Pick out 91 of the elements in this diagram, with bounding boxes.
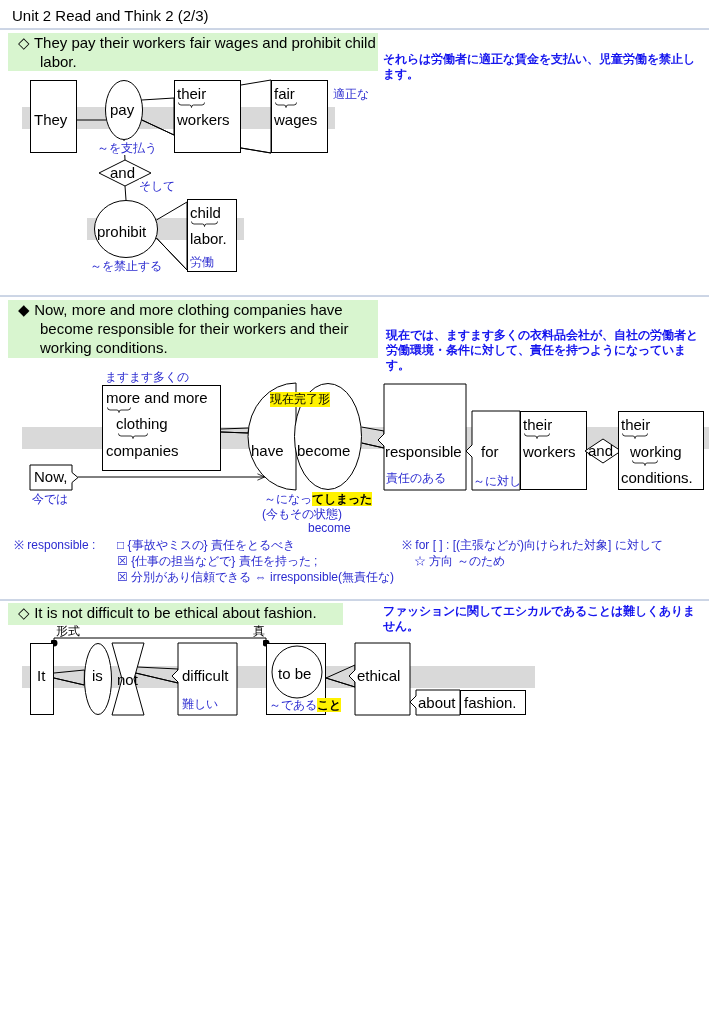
word-box <box>378 384 466 490</box>
word-text: conditions. <box>621 469 693 487</box>
word-box <box>271 80 328 153</box>
gloss-text: そして <box>139 179 175 193</box>
gloss-text: 今では <box>32 492 68 506</box>
gloss-text: 労働 <box>190 255 214 269</box>
word-box <box>410 690 460 715</box>
sentence-text: ◇ They pay their workers fair wages and prohibit child labor. <box>17 33 377 71</box>
subject-tag: 形式 <box>56 624 80 639</box>
word-text: for <box>481 443 499 461</box>
word-text: and <box>588 442 614 460</box>
gloss-text: 適正な <box>333 87 369 101</box>
gloss-text: ～に対し <box>473 474 521 488</box>
note-text: □ {事故やミスの} 責任をとるべき <box>117 538 295 553</box>
note-text: ※ for [ ] : [(主張などが)向けられた対象] に対して <box>402 538 663 553</box>
word-text: their <box>177 85 207 103</box>
connector-line <box>53 669 85 686</box>
word-box <box>460 690 526 715</box>
word-text: responsible <box>385 443 462 461</box>
word-box <box>174 80 241 153</box>
connector-line <box>141 97 175 136</box>
word-text: difficult <box>182 667 229 685</box>
word-text: is <box>92 667 103 685</box>
word-box <box>618 411 704 490</box>
note-text: ☒ {仕事の担当などで} 責任を持った ; <box>117 554 318 569</box>
translation-text: それらは労働者に適正な賃金を支払い、児童労働を禁止します。 <box>383 52 696 82</box>
word-text: Now, <box>34 468 68 486</box>
word-box <box>187 199 237 272</box>
gloss-text: 責任のある <box>386 471 446 485</box>
word-text: clothing <box>116 415 168 433</box>
word-ellipse <box>105 80 143 140</box>
gloss-text: ～を支払う <box>97 141 157 155</box>
word-ellipse <box>294 383 362 490</box>
connector-line <box>220 427 250 434</box>
word-text: their <box>523 416 553 434</box>
sentence-text: ◇ It is not difficult to be ethical about fashion. <box>17 603 318 622</box>
translation-text: ファッションに関してエシカルであることは難しくありません。 <box>383 604 696 634</box>
word-text: It <box>37 667 46 685</box>
word-text: wages <box>274 111 318 129</box>
modifier-box <box>30 465 78 490</box>
word-text: labor. <box>190 230 227 248</box>
word-box <box>30 643 54 715</box>
word-box <box>102 385 221 471</box>
word-text: prohibit <box>97 223 147 241</box>
translation-text: 現在では、ますます多くの衣料品会社が、自社の労働者と労働環境・条件に対して、責任を持つようになっています。 <box>386 328 699 373</box>
word-box <box>172 643 237 715</box>
word-ellipse <box>94 200 158 258</box>
word-text: workers <box>177 111 230 129</box>
connector-line <box>50 637 270 647</box>
word-text: fair <box>274 85 295 103</box>
word-text: workers <box>523 443 576 461</box>
word-text: have <box>251 442 284 460</box>
sentence-text: ◆ Now, more and more clothing companies have become responsible for their workers and their working conditions. <box>17 300 350 357</box>
note-text: ☒ 分別があり信頼できる ⇔ irresponsible(無責任な) <box>117 570 395 585</box>
note-text: ☆ 方向 ～のため <box>414 554 505 569</box>
word-text: They <box>34 111 68 129</box>
note-text: ※ responsible : <box>14 538 96 553</box>
grammar-tag: 現在完了形 <box>270 392 330 407</box>
connector-line <box>124 185 127 201</box>
gloss-text: ますます多くの <box>105 370 189 384</box>
connector-line <box>76 119 107 121</box>
gloss-text: 難しい <box>182 697 218 711</box>
word-text: become <box>297 442 351 460</box>
word-box <box>520 411 587 490</box>
note-text: become <box>308 521 351 536</box>
word-text: not <box>117 671 138 689</box>
note-text: ～になってしまった <box>264 492 372 507</box>
word-text: working <box>630 443 682 461</box>
note-text: (今もその状態) <box>262 507 342 522</box>
word-text: more and more <box>106 389 208 407</box>
subject-tag: 真 <box>253 624 265 639</box>
negation-shape <box>112 643 144 715</box>
word-text: child <box>190 204 221 222</box>
word-text: about <box>418 694 456 712</box>
word-text: ethical <box>357 667 401 685</box>
page-title: Unit 2 Read and Think 2 (2/3) <box>12 7 209 25</box>
word-text: and <box>110 164 136 182</box>
word-box <box>349 643 410 715</box>
gloss-text: ～であること <box>269 698 341 712</box>
word-text: companies <box>106 442 179 460</box>
connector-line <box>155 201 188 271</box>
word-text: to be <box>278 665 312 683</box>
word-text: fashion. <box>464 694 517 712</box>
connector-line <box>135 666 179 684</box>
word-ellipse <box>84 643 112 715</box>
word-box <box>30 80 77 153</box>
connector-line <box>240 79 272 154</box>
gloss-text: ～を禁止する <box>90 259 162 273</box>
word-text: pay <box>110 101 135 119</box>
word-box <box>466 411 520 490</box>
word-text: their <box>621 416 651 434</box>
